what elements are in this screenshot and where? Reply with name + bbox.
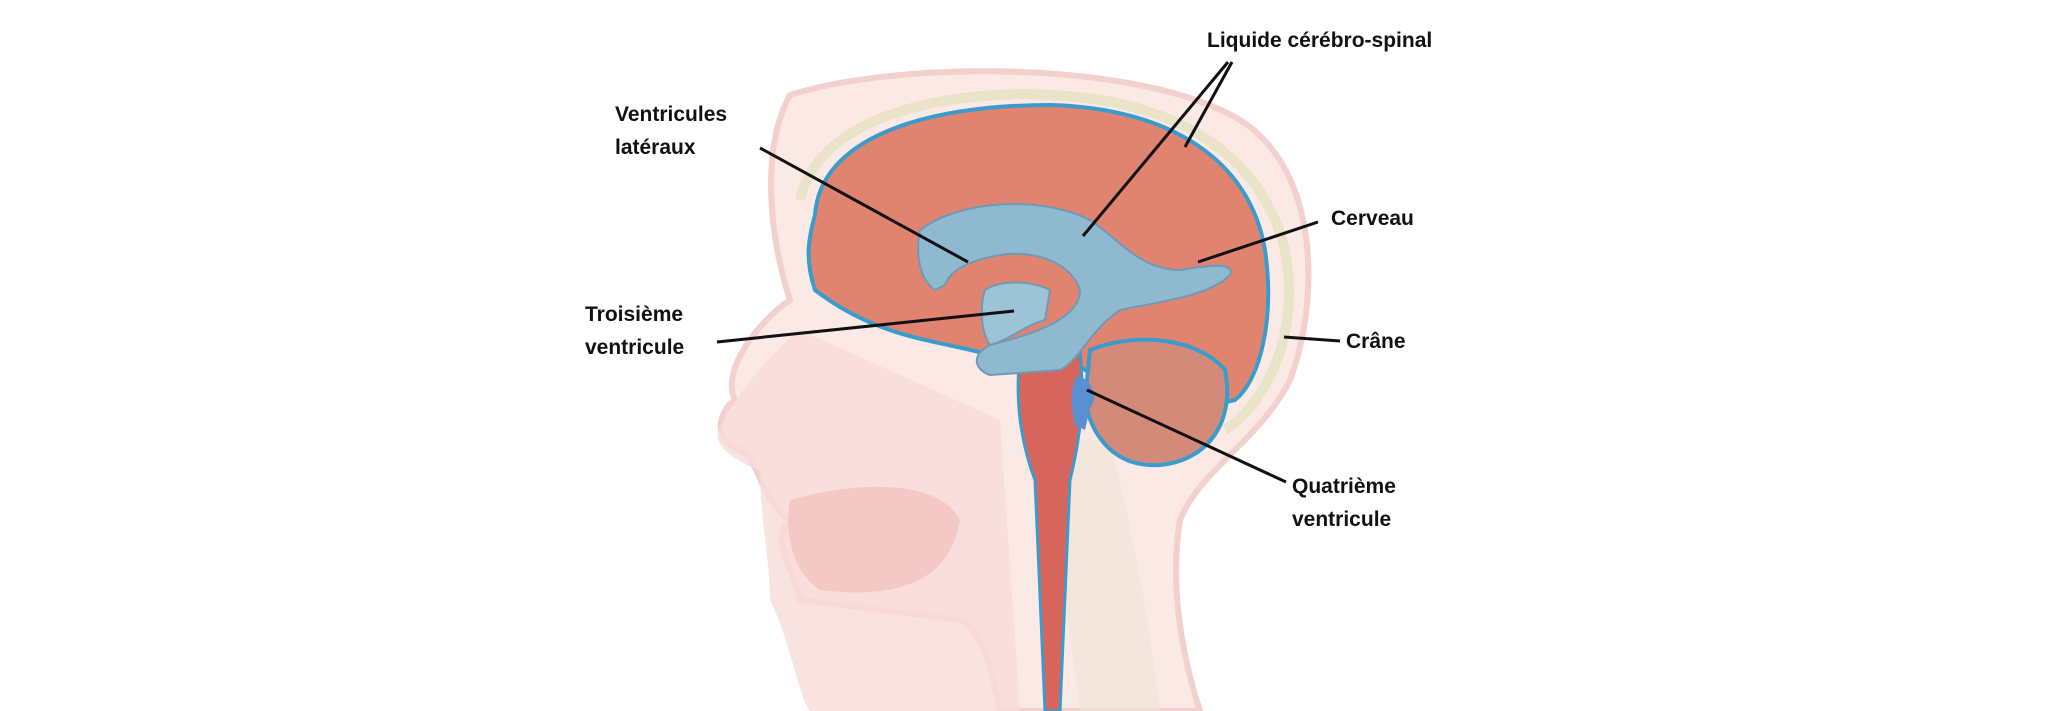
cerebellum — [1082, 337, 1230, 468]
label-lateral-ventricles-line1: Ventricules — [615, 103, 728, 126]
lateral-ventricle — [917, 202, 1232, 377]
label-fourth-ventricle-line2: ventricule — [1292, 508, 1392, 531]
leader-line-fourth-ventricle — [1086, 388, 1287, 484]
label-lateral-ventricles: Ventricules latéraux — [615, 98, 727, 164]
label-fourth-ventricle-line1: Quatrième — [1292, 475, 1396, 498]
label-lateral-ventricles-line2: latéraux — [615, 136, 696, 159]
leader-line-brain — [1197, 220, 1319, 264]
leader-line-csf-1 — [1081, 61, 1230, 237]
leader-lines — [716, 61, 1341, 484]
label-skull: Crâne — [1346, 330, 1406, 353]
label-fourth-ventricle: Quatrième ventricule — [1292, 470, 1396, 536]
label-third-ventricle: Troisième ventricule — [585, 298, 684, 364]
third-ventricle — [980, 281, 1052, 347]
label-brain: Cerveau — [1331, 207, 1414, 230]
label-third-ventricle-line1: Troisième — [585, 303, 684, 326]
label-third-ventricle-line2: ventricule — [585, 336, 685, 359]
leader-line-csf-2 — [1183, 61, 1234, 148]
leader-line-skull — [1283, 335, 1341, 343]
skull-outline — [795, 89, 1294, 435]
leader-line-lateral-ventricles — [759, 146, 969, 264]
mouth-cavity — [788, 486, 960, 593]
label-csf: Liquide cérébro-spinal — [1207, 29, 1433, 52]
fourth-ventricle — [1071, 375, 1095, 430]
leader-line-third-ventricle — [716, 309, 1015, 344]
